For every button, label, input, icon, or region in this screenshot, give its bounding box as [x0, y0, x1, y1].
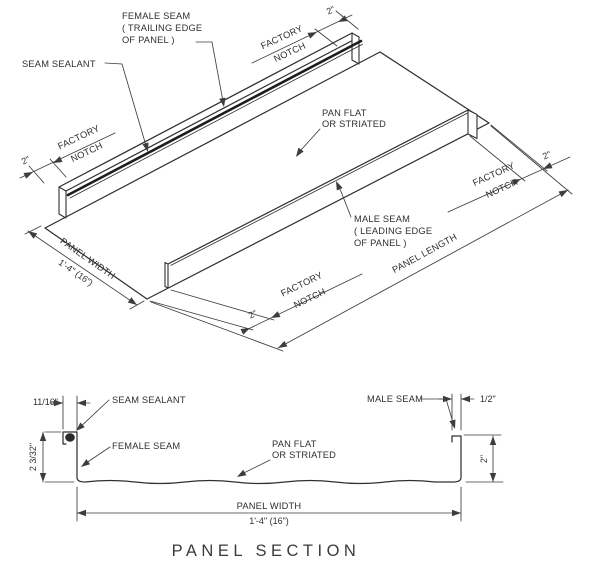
factory-notch-top-dimension	[251, 10, 359, 64]
panel-width-arrow-start-icon	[28, 231, 38, 239]
notch-bottom-arrow2-icon	[271, 311, 281, 318]
panel-length-dimension-lines	[150, 125, 573, 352]
female-seam-label-line2: ( TRAILING EDGE	[122, 23, 202, 33]
notch-right-arrow2-icon	[543, 162, 553, 169]
section-male-arrow-icon	[449, 419, 456, 429]
section-female-arrow-icon	[81, 459, 91, 467]
dim-half-arrow1-icon	[443, 395, 452, 403]
male-seam-left-end-cap	[164, 261, 169, 289]
notch-bottom-2in-dim: 2"	[247, 308, 259, 321]
section-male-seam-label: MALE SEAM	[367, 394, 423, 404]
notch-left-arrow1-icon	[23, 172, 33, 179]
seam-sealant-arrow-icon	[142, 142, 149, 152]
dim-11-16-lines	[49, 395, 91, 430]
dim-2-3-32-label: 2 3/32"	[28, 443, 38, 471]
male-seam-label-line1: MALE SEAM	[354, 214, 410, 224]
pan-flat-label-line1: PAN FLAT	[322, 108, 367, 118]
section-pan-flat-label-line2: OR STRIATED	[272, 450, 336, 460]
pan-flat-label-line2: OR STRIATED	[322, 119, 386, 129]
notch-top-arrow2-icon	[338, 15, 348, 22]
female-seam-left-end-cap	[58, 186, 67, 219]
dim-2-3-32-arrow-top-icon	[39, 432, 47, 441]
male-seam-label-line2: ( LEADING EDGE	[354, 226, 432, 236]
dim-11-16-label: 11/16"	[33, 397, 58, 407]
female-seam-hook-edge	[58, 32, 353, 188]
section-seam-sealant-label: SEAM SEALANT	[112, 395, 186, 405]
dim-2in-label: 2"	[479, 455, 489, 463]
notch-left-2in-dim: 2"	[20, 154, 32, 167]
female-seam-leader	[195, 41, 223, 99]
male-seam-label-line3: OF PANEL )	[354, 238, 407, 248]
seam-sealant-bead	[66, 39, 363, 197]
factory-notch-bottom-dimension	[149, 273, 363, 333]
section-sealant-leader	[82, 399, 110, 426]
dim-2in-arrow-top-icon	[489, 436, 497, 445]
section-male-leader	[420, 398, 453, 421]
male-seam-leader	[339, 188, 352, 218]
dim-half-arrow2-icon	[461, 395, 470, 403]
pan-flat-leader	[300, 128, 321, 151]
panel-length-arrow-start-icon	[278, 340, 288, 348]
dim-half-lines	[438, 393, 475, 431]
female-seam-top-edge	[65, 36, 360, 192]
pan-left-end-edge	[44, 227, 148, 300]
panel-section-profile	[62, 431, 462, 485]
notch-right-2in-dim: 2"	[541, 149, 553, 161]
dim-11-16-arrow2-icon	[77, 399, 86, 407]
section-female-leader	[87, 446, 111, 463]
pan-front-edge	[146, 122, 490, 300]
notch-left-arrow2-icon	[53, 156, 63, 163]
notch-right-arrow1-icon	[511, 179, 521, 186]
section-pw-arrow-right-icon	[452, 509, 461, 517]
dim-2-3-32-arrow-bottom-icon	[39, 473, 47, 482]
panel-length-arrow-end-icon	[558, 190, 568, 198]
isometric-panel-view: FEMALE SEAM ( TRAILING EDGE OF PANEL ) S…	[19, 4, 573, 352]
section-female-seam-label: FEMALE SEAM	[112, 441, 180, 451]
section-pan-flat-arrow-icon	[237, 469, 247, 477]
dim-2in-arrow-bottom-icon	[489, 473, 497, 482]
section-panel-width-value: 1'-4" (16")	[249, 516, 289, 526]
male-seam-fold-line	[170, 111, 471, 266]
male-seam-right-end-cap	[467, 109, 478, 140]
section-panel-width-label: PANEL WIDTH	[237, 501, 302, 511]
panel-width-dimension-lines	[24, 225, 145, 310]
pan-back-edge	[44, 51, 381, 229]
section-title: PANEL SECTION	[172, 542, 361, 560]
dim-11-16-arrow1-icon	[54, 399, 63, 407]
notch-bottom-arrow1-icon	[240, 328, 250, 335]
section-pan-flat-label-line1: PAN FLAT	[272, 439, 317, 449]
female-seam-label-line1: FEMALE SEAM	[122, 11, 190, 21]
panel-width-arrow-end-icon	[127, 297, 137, 305]
factory-notch-left-dimension	[19, 132, 116, 184]
section-sealant-arrow-icon	[76, 422, 85, 431]
female-seam-right-end-cap	[351, 32, 360, 65]
male-seam-top-edge	[167, 109, 469, 265]
seam-sealant-edge-line	[69, 43, 363, 199]
section-panel-width-lines	[76, 486, 462, 522]
seam-sealant-leader	[104, 62, 146, 144]
female-seam-label-line3: OF PANEL )	[122, 35, 175, 45]
notch-top-arrow1-icon	[307, 32, 317, 39]
seam-sealant-label: SEAM SEALANT	[22, 59, 96, 69]
pan-flat-arrow-icon	[296, 147, 304, 157]
female-seam-arrow-icon	[219, 97, 226, 107]
sealant-blob	[65, 433, 75, 442]
dim-half-label: 1/2"	[480, 394, 496, 404]
notch-top-2in-dim: 2"	[325, 4, 337, 17]
male-seam-arrow-icon	[336, 181, 343, 191]
panel-section-view: 11/16" SEAM SEALANT FEMALE SEAM 2 3/32" …	[28, 393, 504, 560]
section-pw-arrow-left-icon	[77, 509, 86, 517]
section-pan-flat-leader	[244, 459, 271, 473]
